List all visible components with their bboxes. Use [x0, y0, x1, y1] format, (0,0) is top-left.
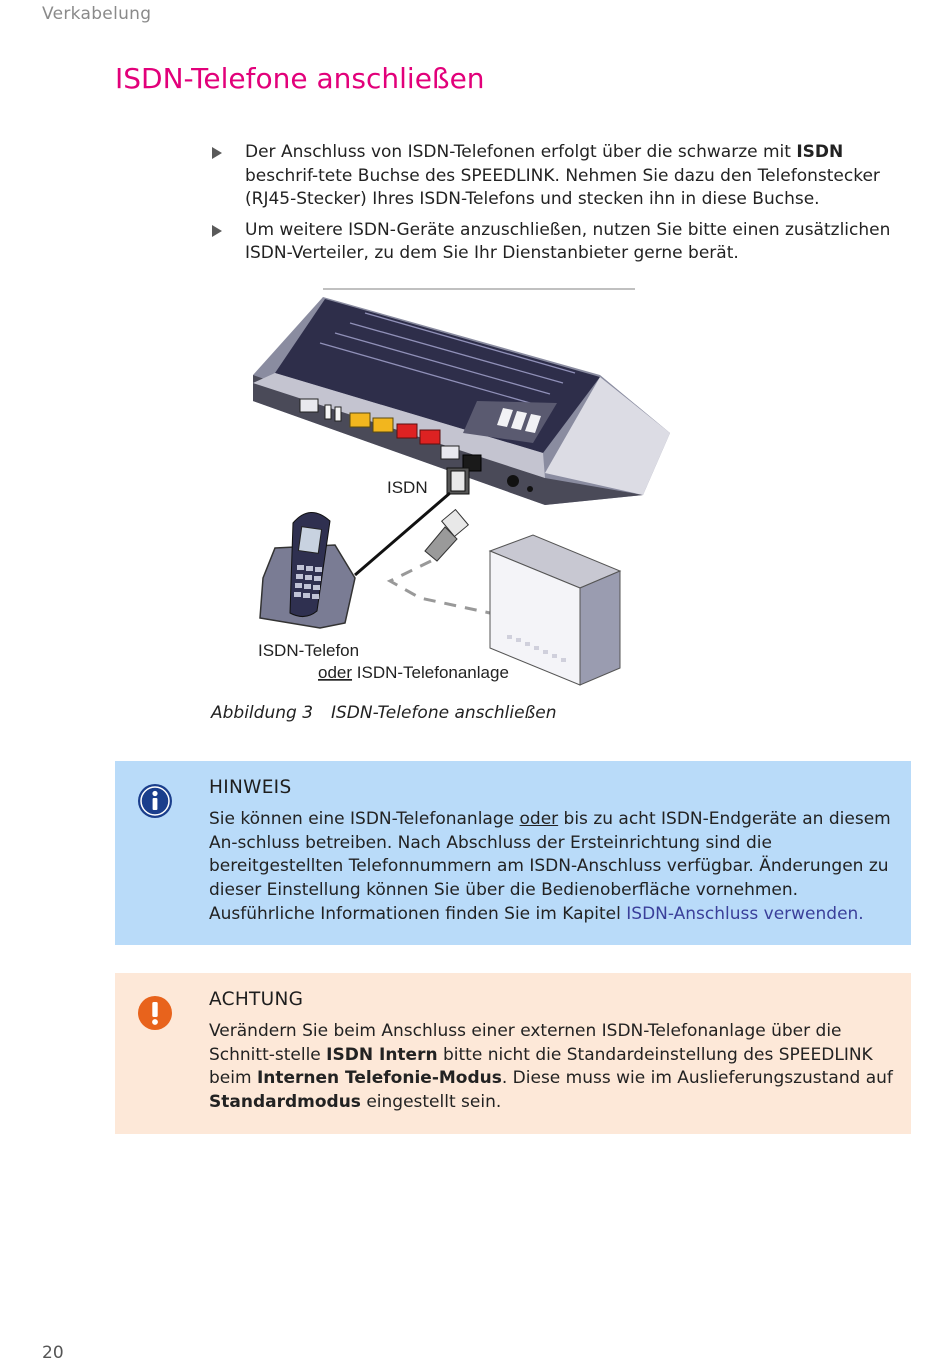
bullet-triangle-icon — [212, 147, 222, 159]
pbx-label-text: ISDN-Telefonanlage — [352, 663, 509, 682]
connection-illustration: ISDN ISDN-Telefon oder ISDN-Telefonanlag… — [253, 288, 670, 686]
warning-bold: Internen Telefonie-Modus — [256, 1068, 502, 1089]
warning-text: Verändern Sie beim Anschluss einer exter… — [209, 1020, 901, 1115]
warning-bold: Standardmodus — [209, 1092, 361, 1113]
notice-text-part: bis zu acht ISDN-Endgeräte an diesem An-… — [209, 809, 891, 924]
bullet-list: Der Anschluss von ISDN-Telefonen erfolgt… — [210, 141, 910, 273]
chapter-link[interactable]: ISDN-Anschluss verwenden. — [626, 903, 864, 924]
pbx-label: oder ISDN-Telefonanlage — [318, 663, 509, 682]
figure-number: Abbildung 3 — [211, 703, 314, 723]
figure-caption-text: ISDN-Telefone anschließen — [331, 703, 557, 723]
isdn-label: ISDN — [387, 478, 428, 497]
bullet-text-part: beschrif-tete Buchse des SPEEDLINK. Nehm… — [245, 165, 880, 210]
notice-underlined-word: oder — [519, 809, 559, 829]
warning-notice: ACHTUNG Verändern Sie beim Anschluss ein… — [115, 973, 911, 1134]
page-title: ISDN-Telefone anschließen — [115, 62, 485, 95]
warning-bold: ISDN Intern — [326, 1044, 438, 1065]
warning-text-part: bitte nicht die Standardeinstellung des … — [209, 1044, 873, 1089]
figure-caption: Abbildung 3 ISDN-Telefone anschließen — [211, 703, 556, 723]
warning-text-part: . Diese muss wie im Auslieferungszustand… — [501, 1068, 893, 1089]
or-label: oder — [318, 663, 352, 682]
page-number: 20 — [42, 1343, 64, 1363]
notice-title: HINWEIS — [209, 777, 292, 798]
bullet-text: Um weitere ISDN-Geräte anzuschließen, nu… — [245, 219, 891, 264]
rj45-plug — [446, 467, 470, 495]
warning-text-part: eingestellt sein. — [360, 1092, 502, 1113]
pbx-illustration — [488, 534, 622, 686]
isdn-phone-illustration — [259, 512, 356, 629]
router-illustration — [253, 297, 670, 505]
warning-text-part: Verändern Sie beim Anschluss einer exter… — [209, 1021, 842, 1065]
list-item: Um weitere ISDN-Geräte anzuschließen, nu… — [210, 219, 910, 266]
isdn-phone-label: ISDN-Telefon — [258, 641, 359, 660]
running-header: Verkabelung — [42, 4, 152, 24]
list-item: Der Anschluss von ISDN-Telefonen erfolgt… — [210, 141, 910, 212]
info-icon — [138, 784, 172, 818]
bullet-text-part: Der Anschluss von ISDN-Telefonen erfolgt… — [245, 142, 797, 162]
notice-text: Sie können eine ISDN-Telefonanlage oder … — [209, 808, 901, 927]
warning-title: ACHTUNG — [209, 989, 304, 1010]
info-notice: HINWEIS Sie können eine ISDN-Telefonanla… — [115, 761, 911, 945]
exclamation-icon — [138, 996, 172, 1030]
notice-text-part: Sie können eine ISDN-Telefonanlage — [209, 809, 520, 829]
loose-rj45-plug — [424, 508, 470, 562]
bullet-bold: ISDN — [796, 142, 844, 162]
bullet-text: Der Anschluss von ISDN-Telefonen erfolgt… — [245, 142, 880, 209]
bullet-triangle-icon — [212, 224, 222, 237]
